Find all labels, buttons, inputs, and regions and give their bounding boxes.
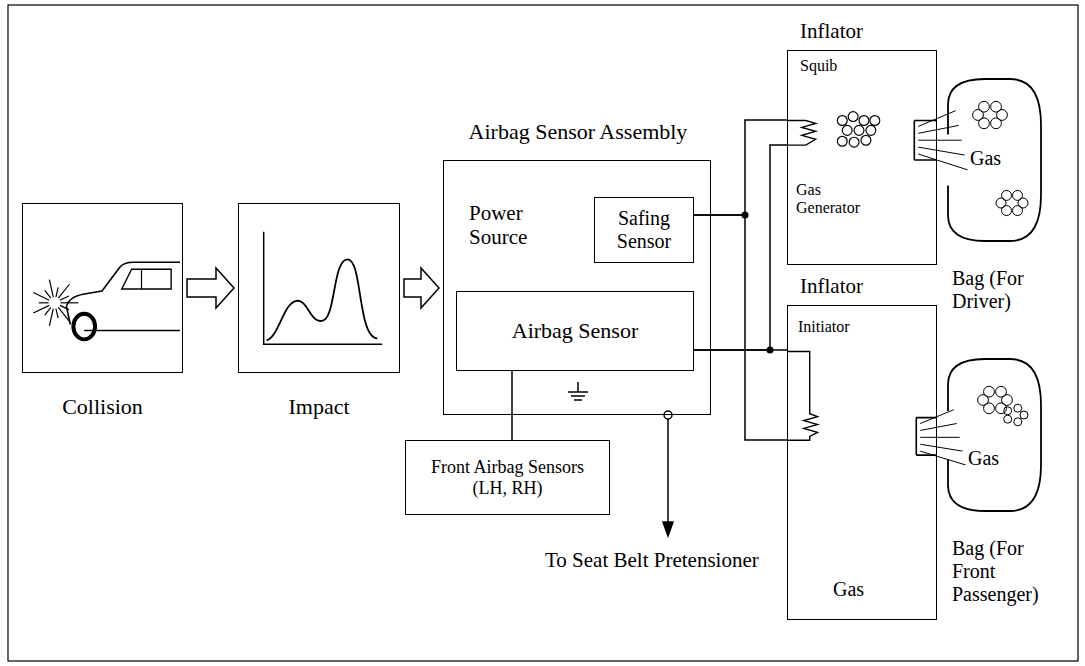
wire	[512, 371, 513, 440]
node-illustration	[23, 204, 182, 372]
wire	[694, 350, 787, 351]
gas-label: Gas	[968, 447, 999, 470]
node-label: Safing Sensor	[600, 207, 688, 253]
wire	[694, 120, 787, 215]
illustration-box: Impact	[238, 203, 400, 373]
wire	[694, 215, 787, 440]
illustration-box: Collision	[22, 203, 183, 373]
airbag-shape: GasBag (For Front Passenger)	[940, 355, 1045, 515]
node-heading: Airbag Sensor Assembly	[424, 119, 732, 144]
sensor-box: Airbag Sensor	[456, 291, 694, 371]
block-arrow	[187, 268, 234, 308]
node-illustration	[239, 204, 399, 372]
part-label: Gas Generator	[796, 181, 874, 218]
node-label: Airbag Sensor	[512, 318, 638, 343]
wire	[694, 145, 787, 350]
sensor-box: Safing Sensor	[594, 197, 694, 263]
inflator-box: InflatorInitiatorGas	[787, 305, 937, 620]
pretensioner-output	[663, 411, 673, 536]
sensor-box: Front Airbag Sensors (LH, RH)	[405, 440, 610, 515]
node-label: Impact	[239, 394, 399, 419]
node-heading: Bag (For Driver)	[952, 267, 1072, 313]
node-illustration	[788, 51, 936, 264]
part-label: Power Source	[469, 201, 549, 249]
node-heading: Inflator	[800, 19, 863, 43]
figure-frame	[8, 5, 1078, 661]
junction-dot	[742, 212, 774, 354]
ground-symbol	[568, 382, 588, 400]
airbag-shape: GasBag (For Driver)	[940, 75, 1045, 245]
node-label: Collision	[23, 394, 182, 419]
part-label: Initiator	[798, 318, 850, 336]
node-illustration	[940, 355, 1045, 515]
gas-label: Gas	[833, 578, 864, 601]
node-illustration	[788, 306, 936, 619]
output-label: To Seat Belt Pretensioner	[545, 548, 759, 572]
assembly-box: Airbag Sensor AssemblyPower SourceSafing…	[443, 160, 711, 415]
inflator-box: InflatorSquibGas Generator	[787, 50, 937, 265]
gas-label: Gas	[970, 147, 1001, 170]
node-heading: Inflator	[800, 274, 863, 298]
node-heading: Bag (For Front Passenger)	[952, 537, 1062, 606]
block-arrow	[404, 268, 439, 308]
node-label: Front Airbag Sensors (LH, RH)	[420, 457, 595, 498]
part-label: Squib	[800, 57, 837, 75]
